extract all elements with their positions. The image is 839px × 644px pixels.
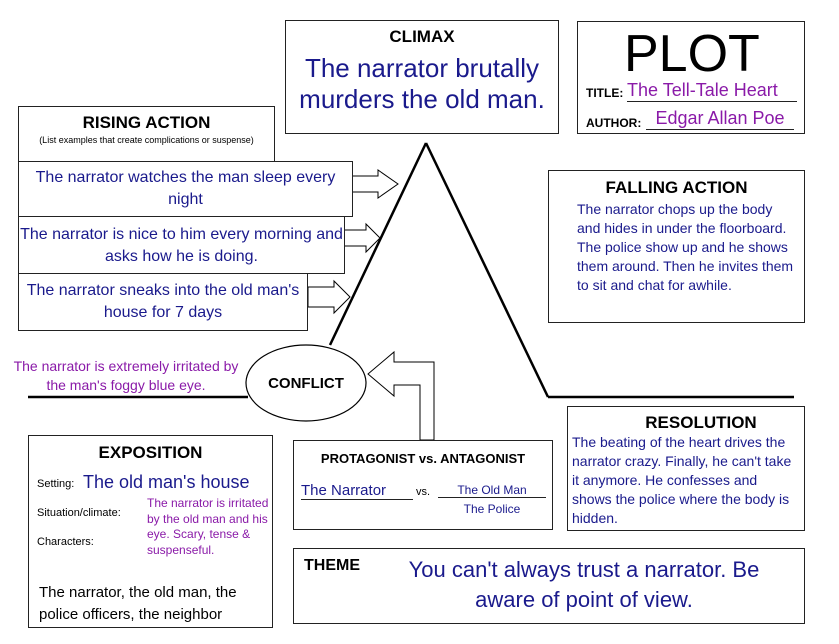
theme-box: THEME You can't always trust a narrator.… (293, 548, 805, 624)
arrow-icon (307, 279, 351, 315)
rising-event-3-text: The narrator sneaks into the old man's h… (26, 282, 300, 321)
author-value: Edgar Allan Poe (646, 107, 794, 130)
setting-label: Setting: (37, 478, 75, 490)
antagonist-value-1: The Old Man (438, 483, 546, 498)
conflict-ellipse (245, 344, 367, 422)
exposition-heading: EXPOSITION (98, 443, 203, 462)
falling-action-text: The narrator chops up the body and hides… (577, 201, 794, 293)
conflict-note: The narrator is extremely irritated by t… (13, 358, 239, 393)
protagonist-heading: PROTAGONIST vs. ANTAGONIST (320, 451, 526, 466)
falling-line (424, 142, 550, 398)
rising-arrows (307, 169, 399, 315)
situation-value: The narrator is irritated by the old man… (147, 496, 269, 557)
characters-label: Characters: (37, 536, 94, 548)
setting-value: The old man's house (83, 472, 250, 492)
theme-text: You can't always trust a narrator. Be aw… (408, 557, 760, 612)
exposition-box: EXPOSITION Setting: The old man's house … (28, 435, 273, 628)
rising-line (328, 142, 428, 346)
resolution-text: The beating of the heart drives the narr… (572, 434, 792, 526)
plot-title-box: PLOT TITLE: The Tell-Tale Heart AUTHOR: … (577, 21, 805, 134)
resolution-box: RESOLUTION The beating of the heart driv… (567, 406, 805, 531)
falling-action-box: FALLING ACTION The narrator chops up the… (548, 170, 805, 323)
rising-event-1-text: The narrator watches the man sleep every… (35, 169, 336, 208)
falling-action-heading: FALLING ACTION (605, 178, 748, 197)
title-value: The Tell-Tale Heart (627, 79, 797, 102)
characters-value: The narrator, the old man, the police of… (39, 584, 237, 623)
rising-action-heading: RISING ACTION (82, 113, 211, 132)
climax-text: The narrator brutally murders the old ma… (299, 53, 545, 114)
theme-heading: THEME (304, 557, 360, 574)
vs-label: vs. (416, 486, 431, 498)
rising-event-2: The narrator is nice to him every mornin… (18, 216, 345, 274)
author-label: AUTHOR: (586, 116, 642, 130)
title-label: TITLE: (586, 86, 624, 100)
resolution-heading: RESOLUTION (645, 413, 757, 432)
protagonist-value: The Narrator (301, 482, 413, 500)
rising-event-1: The narrator watches the man sleep every… (18, 161, 353, 217)
rising-action-header-box: RISING ACTION (List examples that create… (18, 106, 275, 162)
climax-box: CLIMAX The narrator brutally murders the… (285, 20, 559, 134)
climax-heading: CLIMAX (389, 27, 455, 46)
plot-heading: PLOT (624, 25, 760, 83)
arrow-icon (351, 169, 399, 199)
arrow-icon (343, 222, 381, 254)
situation-label: Situation/climate: (37, 507, 121, 519)
conflict-label: CONFLICT (268, 375, 344, 392)
bent-arrow-icon (367, 350, 435, 441)
protagonist-antagonist-box: PROTAGONIST vs. ANTAGONIST The Narrator … (293, 440, 553, 530)
antagonist-value-2: The Police (463, 502, 521, 516)
rising-event-2-text: The narrator is nice to him every mornin… (20, 226, 343, 265)
rising-event-3: The narrator sneaks into the old man's h… (18, 273, 308, 331)
rising-action-subheading: (List examples that create complications… (39, 135, 254, 145)
